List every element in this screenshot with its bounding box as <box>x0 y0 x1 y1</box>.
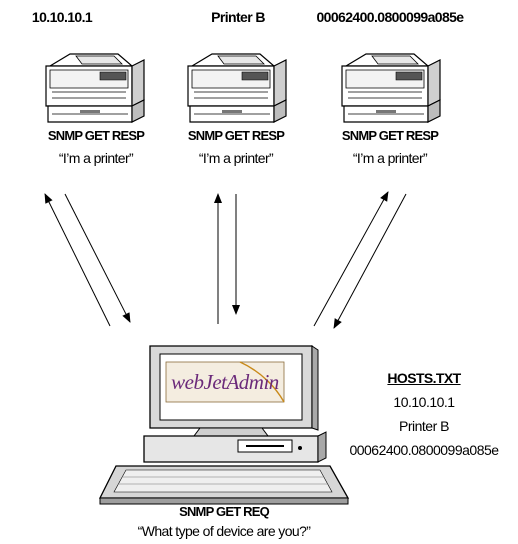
printer-1-label: 10.10.10.1 <box>31 9 93 25</box>
printer-2-response-title: SNMP GET RESP <box>187 128 285 143</box>
printer-icon-2 <box>187 53 287 123</box>
printer-1-reply-text: “I’m a printer” <box>58 150 134 166</box>
printer-2-reply-text: “I’m a printer” <box>198 150 274 166</box>
printer-3-label: 00062400.0800099a085e <box>316 9 464 25</box>
computer-icon <box>98 345 350 505</box>
request-arrow-1 <box>64 193 131 323</box>
printer-1-response-title: SNMP GET RESP <box>47 128 145 143</box>
response-arrow-1 <box>44 193 111 327</box>
printer-3-response-title: SNMP GET RESP <box>341 128 439 143</box>
response-arrow-3 <box>313 191 389 327</box>
printer-icon-1 <box>45 53 145 123</box>
request-arrow-3 <box>333 193 407 329</box>
hosts-entry-2: Printer B <box>399 418 449 434</box>
webjetadmin-logo-text: webJetAdmin <box>171 370 279 394</box>
hosts-file-title: HOSTS.TXT <box>387 370 461 386</box>
webjetadmin-logo: webJetAdmin <box>166 370 284 395</box>
logo-box <box>165 361 285 403</box>
hosts-entry-3: 00062400.0800099a085e <box>349 442 499 458</box>
printer-3-reply-text: “I’m a printer” <box>352 150 428 166</box>
printer-icon-3 <box>341 53 441 123</box>
logo-swoosh <box>239 361 285 403</box>
printer-2-label: Printer B <box>211 9 265 25</box>
hosts-entry-1: 10.10.10.1 <box>393 394 455 410</box>
request-text: “What type of device are you?” <box>137 523 311 539</box>
request-title: SNMP GET REQ <box>179 504 270 519</box>
